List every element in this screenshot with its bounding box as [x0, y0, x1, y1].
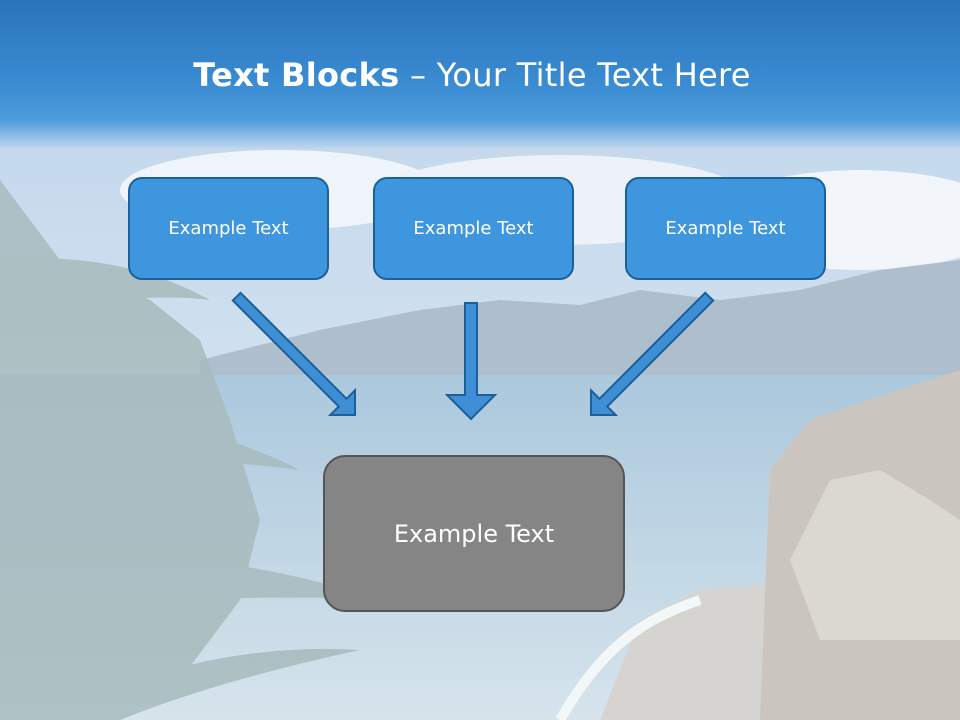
- text-box-right[interactable]: Example Text: [625, 177, 826, 280]
- title-bold: Text Blocks: [193, 56, 400, 94]
- text-box-center[interactable]: Example Text: [373, 177, 574, 280]
- header-band: [0, 0, 960, 150]
- slide-title: Text Blocks – Your Title Text Here: [0, 56, 944, 94]
- text-box-left[interactable]: Example Text: [128, 177, 329, 280]
- arrow-right: [590, 291, 715, 416]
- title-rest: Your Title Text Here: [436, 56, 751, 94]
- title-separator: –: [399, 56, 437, 94]
- arrow-left: [231, 291, 356, 416]
- arrow-center: [444, 302, 498, 421]
- text-box-bottom[interactable]: Example Text: [323, 455, 625, 612]
